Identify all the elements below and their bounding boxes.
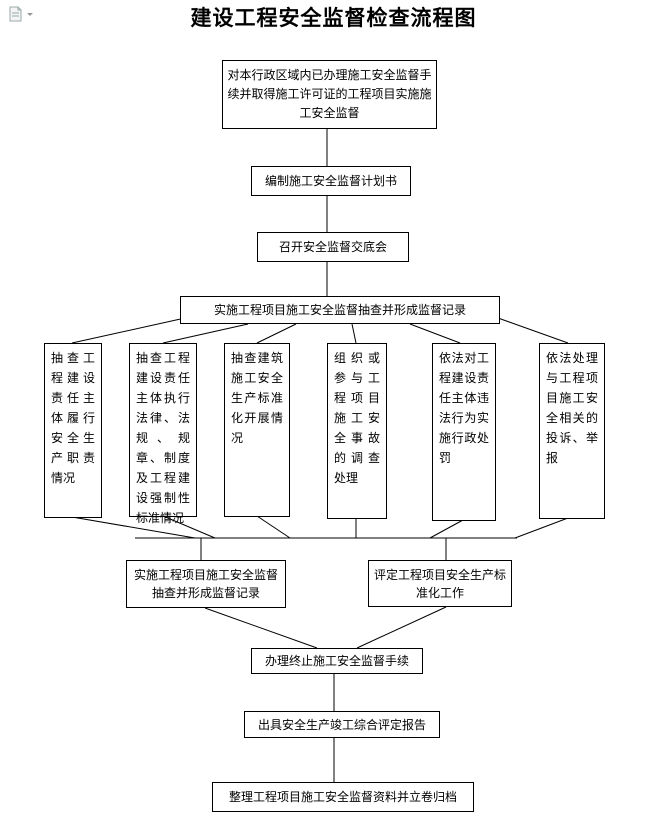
merge-inspection-record: 实施工程项目施工安全监督抽查并形成监督记录 <box>126 560 286 608</box>
branch-accident-investigation: 组织或参与工程项目施工安全事故的调查处理 <box>327 343 387 519</box>
dropdown-arrow-icon <box>27 13 33 16</box>
step-briefing-meeting: 召开安全监督交底会 <box>257 232 409 262</box>
branch-complaint-handling: 依法处理与工程项目施工安全相关的投诉、举报 <box>539 343 605 519</box>
step-inspection-record: 实施工程项目施工安全监督抽查并形成监督记录 <box>180 296 500 324</box>
merge-standardization-evaluation: 评定工程项目安全生产标准化工作 <box>368 560 512 607</box>
step-prepare-plan: 编制施工安全监督计划书 <box>251 166 411 196</box>
branch-responsibility-check: 抽查工程建设责任主体履行安全生产职责情况 <box>44 343 102 518</box>
final-completion-report: 出具安全生产竣工综合评定报告 <box>244 711 440 738</box>
document-icon[interactable] <box>8 6 44 22</box>
diagram-title: 建设工程安全监督检查流程图 <box>190 5 477 30</box>
final-archive-records: 整理工程项目施工安全监督资料并立卷归档 <box>212 782 474 812</box>
branch-standardization-check: 抽查建筑施工安全生产标准化开展情况 <box>224 343 290 517</box>
branch-law-compliance-check: 抽查工程建设责任主体执行法律、法规、规章、制度及工程建设强制性标准情况 <box>129 343 197 525</box>
step-start-supervision: 对本行政区域内已办理施工安全监督手续并取得施工许可证的工程项目实施施工安全监督 <box>222 60 437 129</box>
final-terminate-supervision: 办理终止施工安全监督手续 <box>251 648 423 674</box>
branch-administrative-penalty: 依法对工程建设责任主体违法行为实施行政处罚 <box>432 343 496 521</box>
